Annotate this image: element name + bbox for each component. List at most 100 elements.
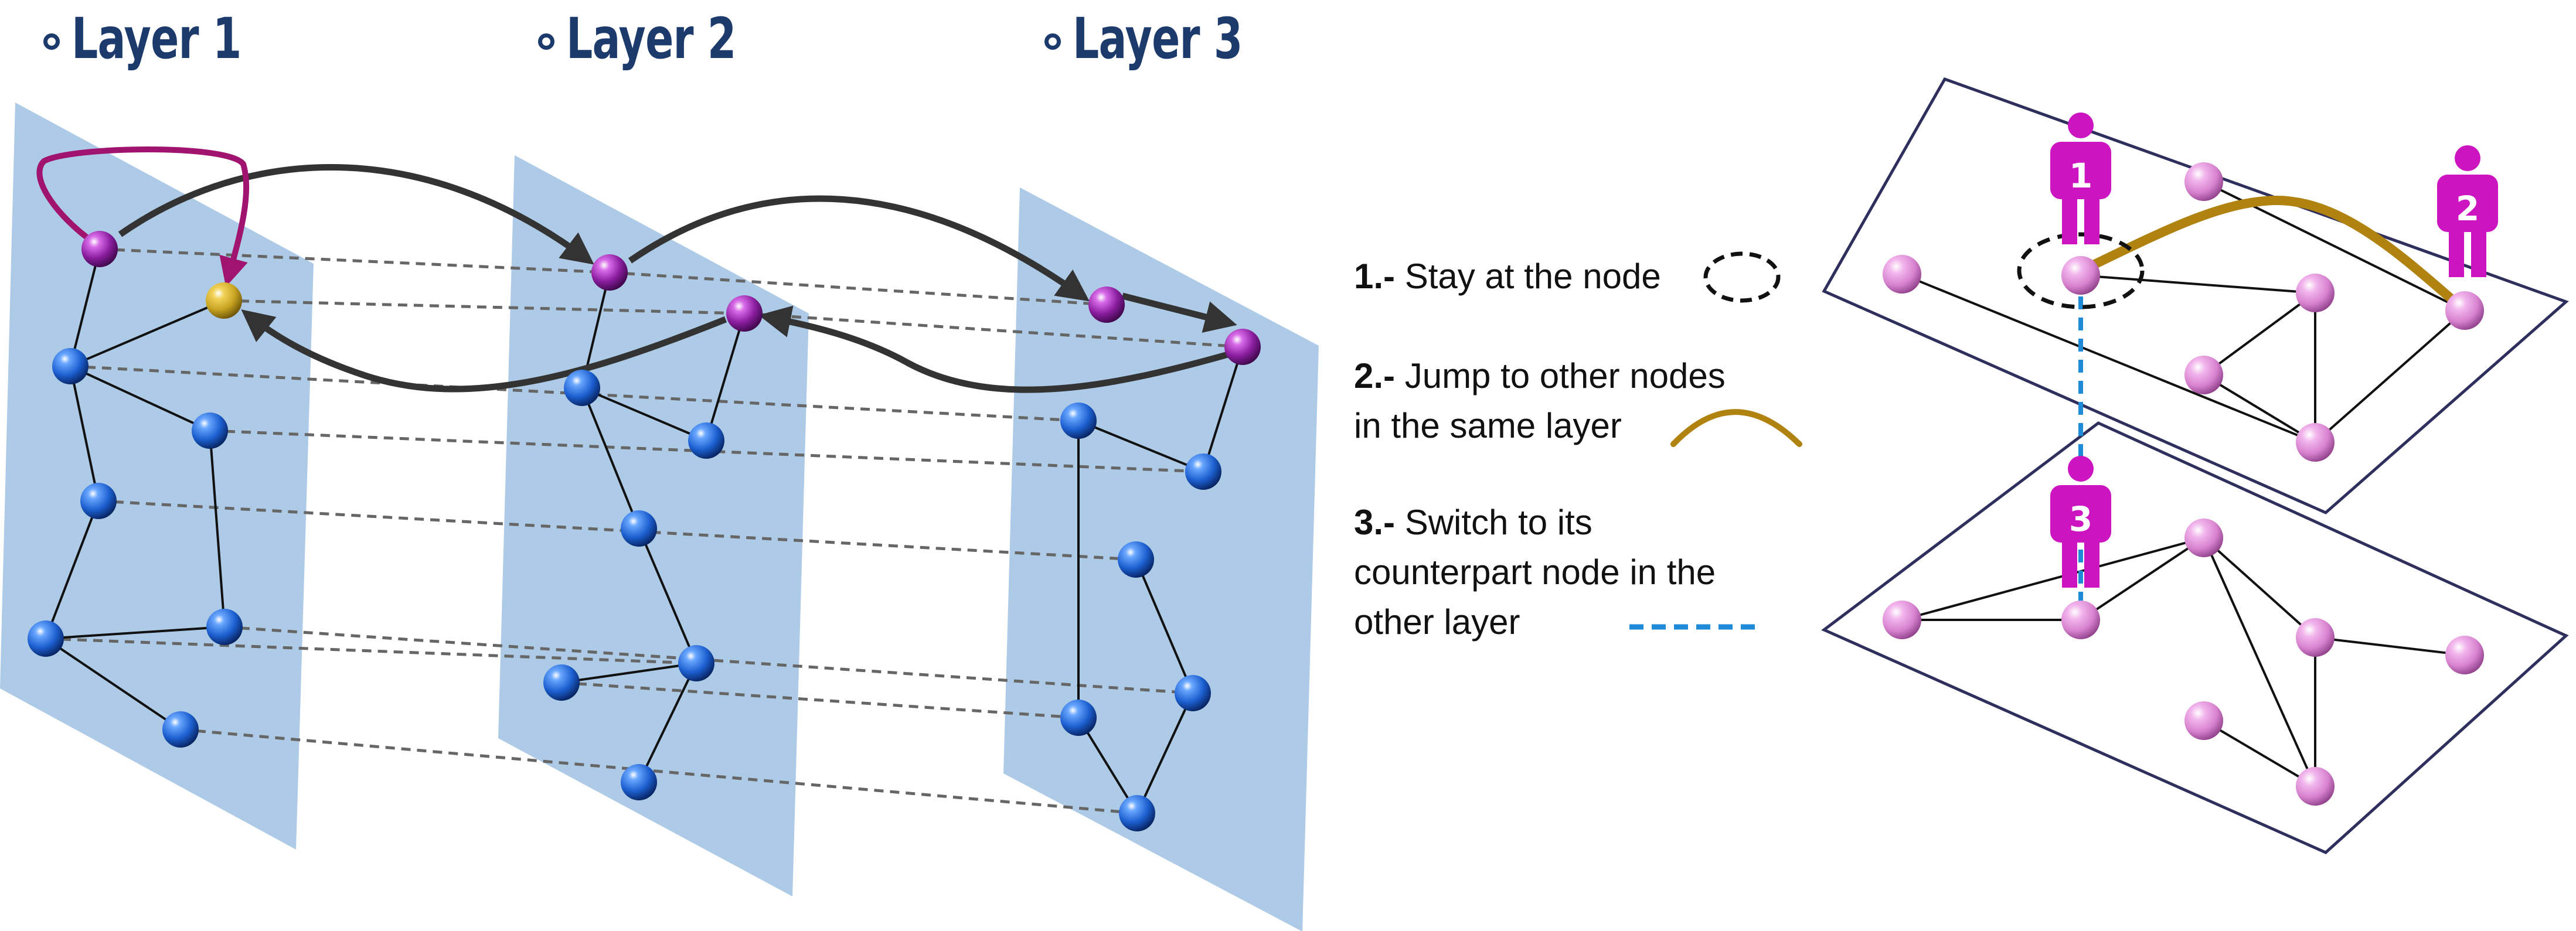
intralayer-edge	[70, 299, 224, 367]
intralayer-edge	[638, 528, 697, 664]
network-node	[2061, 601, 2100, 639]
network-node	[162, 711, 199, 748]
bullet-icon	[1044, 33, 1061, 50]
intralayer-edge	[45, 500, 100, 639]
intralayer-edge	[209, 430, 226, 628]
network-node	[726, 295, 763, 332]
network-node	[1883, 601, 1921, 639]
intralayer-edge	[2203, 719, 2316, 787]
walker-1-icon: 1	[2050, 112, 2111, 244]
network-node	[543, 664, 580, 701]
interlayer-link	[223, 299, 745, 315]
intralayer-edge	[1202, 346, 1244, 472]
legend-item-stay: 1.- Stay at the node	[1354, 257, 1661, 296]
walker-head	[2068, 112, 2094, 138]
network-node	[2445, 291, 2484, 330]
network-node	[192, 412, 228, 449]
network-node	[2184, 162, 2223, 201]
walker-leg	[2449, 224, 2464, 277]
walker-leg	[2062, 535, 2077, 588]
layer-transition-arrow	[758, 305, 1229, 393]
network-node	[206, 609, 243, 645]
legend-item-switch-line3: other layer	[1354, 602, 1520, 642]
intralayer-edge	[638, 663, 697, 783]
network-node	[1088, 287, 1125, 323]
interlayer-link	[180, 728, 1138, 815]
intralayer-edge	[1901, 537, 2204, 621]
stay-ellipse	[2017, 232, 2145, 309]
network-node	[2296, 423, 2335, 462]
intralayer-edge	[45, 637, 182, 731]
network-node	[2184, 701, 2223, 740]
network-node	[1175, 675, 1211, 711]
bullet-icon	[43, 33, 60, 50]
intralayer-edge	[2203, 537, 2316, 787]
walker-leg	[2062, 192, 2077, 244]
bullet-icon	[538, 33, 554, 50]
network-node	[1060, 700, 1097, 736]
network-node	[1060, 403, 1097, 439]
legend-item-jump-line2: in the same layer	[1354, 406, 1622, 445]
network-node	[80, 483, 117, 519]
network-node	[2296, 274, 2335, 312]
interlayer-link	[70, 364, 1079, 422]
network-node	[2296, 767, 2335, 806]
legend-jump-curve	[1670, 409, 1802, 447]
intralayer-edge	[69, 366, 100, 502]
legend-stay-ellipse	[1703, 251, 1781, 303]
walker-3-icon: 3	[2050, 456, 2111, 588]
intralayer-edge	[70, 365, 210, 432]
intralayer-edge	[1135, 559, 1194, 694]
network-node	[2184, 356, 2223, 394]
intralayer-edge	[2314, 309, 2466, 444]
intralayer-edge	[69, 248, 101, 367]
network-node	[1224, 329, 1261, 365]
intralayer-edge	[2203, 537, 2316, 639]
walker-torso	[2050, 485, 2111, 543]
lower-layer-frame	[1821, 421, 2569, 854]
network-node	[2061, 256, 2100, 295]
interlayer-link	[744, 312, 1243, 349]
walker-label: 1	[2069, 156, 2092, 196]
walker-label: 2	[2456, 189, 2479, 229]
jump-curve	[2089, 195, 2459, 306]
network-node	[28, 620, 64, 657]
network-node	[81, 231, 118, 267]
network-node	[678, 645, 714, 681]
walker-leg	[2084, 535, 2099, 588]
network-node	[591, 254, 628, 291]
network-node	[2296, 618, 2335, 657]
network-node	[2445, 636, 2484, 674]
layer-transition-arrow	[241, 309, 727, 393]
layer-1-title: Layer 1	[43, 4, 301, 74]
network-node	[1883, 255, 1921, 294]
legend-item-jump: 2.- Jump to other nodes	[1354, 356, 1726, 395]
intralayer-edge	[1901, 273, 2316, 444]
network-node	[621, 764, 657, 800]
interlayer-link	[561, 681, 1079, 719]
interlayer-link	[224, 625, 1193, 695]
walker-label: 3	[2069, 499, 2092, 539]
teleport-arrow	[36, 146, 250, 287]
walker-2-icon: 2	[2437, 145, 2498, 277]
intralayer-edge	[705, 313, 746, 441]
network-node	[2184, 519, 2223, 557]
intralayer-edge	[1078, 420, 1204, 473]
walker-leg	[2084, 192, 2099, 244]
network-node	[564, 370, 600, 406]
network-node	[1185, 453, 1221, 490]
network-node	[206, 282, 242, 319]
intralayer-edge	[2080, 274, 2316, 294]
network-node	[52, 348, 89, 384]
legend-item-switch: 3.- Switch to its	[1354, 503, 1592, 542]
network-node	[621, 510, 657, 547]
interlayer-link	[99, 247, 610, 274]
intralayer-edge	[561, 662, 697, 684]
layer-transition-arrow	[118, 163, 594, 265]
intralayer-edge	[2080, 537, 2205, 621]
interlayer-link	[609, 271, 1107, 306]
intralayer-edge	[2315, 636, 2465, 656]
layer-2-title: Layer 2	[538, 4, 795, 74]
walker-head	[2455, 145, 2480, 171]
